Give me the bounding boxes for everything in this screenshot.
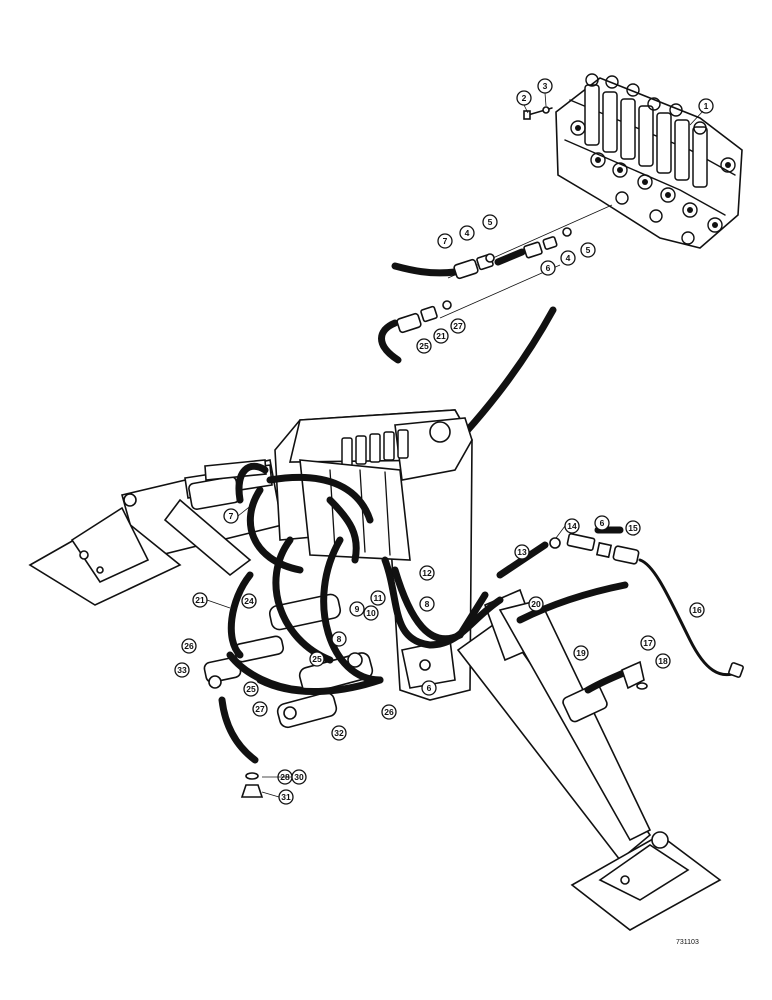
- valve-fittings-and-hoses: [378, 204, 613, 474]
- callout-19: 19: [573, 645, 589, 661]
- callout-label: 12: [422, 568, 432, 578]
- callout-label: 8: [337, 634, 342, 644]
- callout-11: 11: [370, 590, 386, 606]
- callout-10: 10: [363, 605, 379, 621]
- callout-32: 32: [331, 725, 347, 741]
- callout-7: 7: [223, 508, 239, 524]
- callout-label: 26: [184, 641, 194, 651]
- detached-pipe-and-fittings: [549, 533, 744, 690]
- callout-label: 19: [576, 648, 586, 658]
- callout-26: 26: [181, 638, 197, 654]
- callout-label: 1: [704, 101, 709, 111]
- callout-label: 31: [281, 792, 291, 802]
- callout-label: 10: [366, 608, 376, 618]
- callout-3: 3: [537, 78, 553, 94]
- backhoe-mounting-frame: [28, 409, 722, 931]
- figure-reference-number: 731103: [676, 939, 699, 946]
- callout-5: 5: [580, 242, 596, 258]
- callout-label: 4: [566, 253, 571, 263]
- callout-27: 27: [252, 701, 268, 717]
- callout-label: 27: [255, 704, 265, 714]
- callout-label: 18: [658, 656, 668, 666]
- callout-label: 33: [177, 665, 187, 675]
- callout-4: 4: [560, 250, 576, 266]
- callout-label: 6: [427, 683, 432, 693]
- callout-25: 25: [309, 651, 325, 667]
- callout-label: 4: [465, 228, 470, 238]
- callout-label: 13: [517, 547, 527, 557]
- callout-33: 33: [174, 662, 190, 678]
- callout-label: 6: [600, 518, 605, 528]
- callout-label: 26: [384, 707, 394, 717]
- callout-label: 7: [443, 236, 448, 246]
- callout-15: 15: [625, 520, 641, 536]
- callout-21: 21: [192, 592, 208, 608]
- callout-25: 25: [243, 681, 259, 697]
- callout-label: 5: [586, 245, 591, 255]
- callout-30: 30: [291, 769, 307, 785]
- callout-label: 25: [419, 341, 429, 351]
- callout-label: 3: [543, 81, 548, 91]
- callout-6: 6: [540, 260, 556, 276]
- callout-5: 5: [482, 214, 498, 230]
- callout-7: 7: [437, 233, 453, 249]
- callout-17: 17: [640, 635, 656, 651]
- callout-label: 2: [522, 93, 527, 103]
- callout-6: 6: [594, 515, 610, 531]
- callout-label: 25: [312, 654, 322, 664]
- callout-label: 14: [567, 521, 577, 531]
- callout-label: 17: [643, 638, 653, 648]
- callout-label: 15: [628, 523, 638, 533]
- callout-9: 9: [349, 601, 365, 617]
- callout-label: 25: [246, 684, 256, 694]
- callout-1: 1: [698, 98, 714, 114]
- control-valve-assembly: [523, 73, 743, 249]
- callout-24: 24: [241, 593, 257, 609]
- callout-31: 31: [278, 789, 294, 805]
- hydraulic-hose-lines: [218, 462, 634, 764]
- callout-6: 6: [421, 680, 437, 696]
- callout-2: 2: [516, 90, 532, 106]
- callout-label: 6: [546, 263, 551, 273]
- callout-leader-lines: [206, 92, 704, 798]
- callout-label: 24: [244, 596, 254, 606]
- callout-26: 26: [381, 704, 397, 720]
- callout-14: 14: [564, 518, 580, 534]
- callout-12: 12: [419, 565, 435, 581]
- callout-label: 16: [692, 605, 702, 615]
- callout-label: 30: [294, 772, 304, 782]
- callout-4: 4: [459, 225, 475, 241]
- callout-label: 27: [453, 321, 463, 331]
- callout-label: 8: [425, 599, 430, 609]
- callout-20: 20: [528, 596, 544, 612]
- callout-label: 21: [436, 331, 446, 341]
- callout-13: 13: [514, 544, 530, 560]
- callout-25: 25: [416, 338, 432, 354]
- callout-8: 8: [331, 631, 347, 647]
- callout-27: 27: [450, 318, 466, 334]
- callout-label: 7: [229, 511, 234, 521]
- callout-label: 21: [195, 595, 205, 605]
- callout-label: 20: [531, 599, 541, 609]
- callout-label: 11: [374, 593, 383, 603]
- callout-21: 21: [433, 328, 449, 344]
- callout-8: 8: [419, 596, 435, 612]
- callout-16: 16: [689, 602, 705, 618]
- callout-18: 18: [655, 653, 671, 669]
- callout-label: 32: [334, 728, 344, 738]
- callout-label: 9: [355, 604, 360, 614]
- callout-label: 5: [488, 217, 493, 227]
